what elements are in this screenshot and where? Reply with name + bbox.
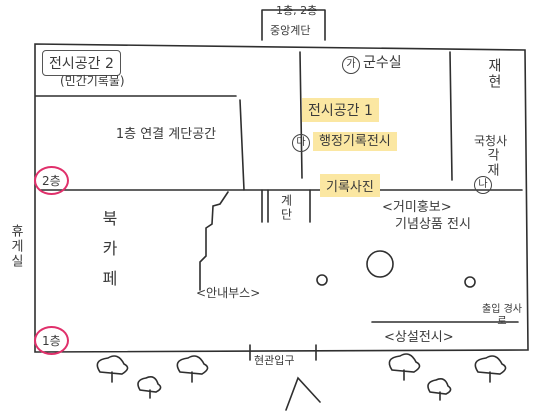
jagged-wall — [199, 191, 229, 291]
top-label: 1층, 2층 — [276, 4, 318, 17]
permanent-exhibit-label: <상설전시> — [384, 330, 454, 345]
left-side-label: 휴게실 — [8, 224, 23, 269]
pillar-1 — [366, 250, 394, 278]
outer-wall — [34, 43, 529, 353]
hall1-title: 전시공간 1 — [302, 98, 379, 122]
records-marker: 나 — [474, 176, 492, 194]
floor2-badge: 2층 — [34, 166, 69, 195]
tree-4 — [388, 353, 421, 381]
top-entrance-box — [261, 9, 326, 41]
tree-6 — [427, 378, 452, 401]
office-wall — [299, 51, 303, 179]
access-label: 출입 경사로 — [482, 304, 522, 327]
room-ga-title: 군수실 — [363, 55, 402, 71]
stair-label: 계단 — [279, 194, 293, 222]
hall2-subtitle: (민간기록물) — [60, 74, 125, 88]
pillar-2 — [316, 274, 328, 286]
hall2-title: 전시공간 2 — [42, 50, 121, 76]
records-marker-wrap: 나 — [474, 176, 495, 194]
pillar-3 — [464, 276, 476, 288]
info-booth-label: <안내부스> — [196, 286, 261, 300]
tree-5 — [474, 355, 507, 383]
top-entrance-label: 중앙계단 — [270, 24, 311, 37]
booth-line — [249, 344, 317, 361]
link-stair-label: 1층 연결 계단공간 — [115, 127, 217, 142]
kumi-pr-label: <거미홍보> — [382, 200, 452, 215]
gakjae-label: 각재 — [484, 148, 499, 178]
book-cafe-label: 북카페 — [99, 210, 118, 300]
reenact-label: 재현 — [486, 58, 502, 90]
tree-1 — [96, 355, 129, 383]
gukchung-label: 국청사 — [474, 134, 508, 148]
room-da-marker: 다 — [292, 134, 310, 152]
stair-wall — [239, 99, 245, 191]
stair-shaft — [261, 189, 311, 223]
admin-records-title: 행정기록전시 — [313, 132, 397, 151]
main-entrance-label: 현관입구 — [254, 354, 295, 367]
hall1-wall — [449, 51, 453, 181]
room-ga-marker: 가 — [342, 56, 360, 74]
entrance-arrow — [285, 376, 321, 411]
records-photo-label: 기록사진 — [320, 174, 380, 197]
floor1-badge: 1층 — [34, 326, 69, 355]
souvenir-label: 기념상품 전시 — [395, 217, 471, 232]
tree-2 — [176, 355, 209, 383]
tree-3 — [137, 376, 162, 399]
